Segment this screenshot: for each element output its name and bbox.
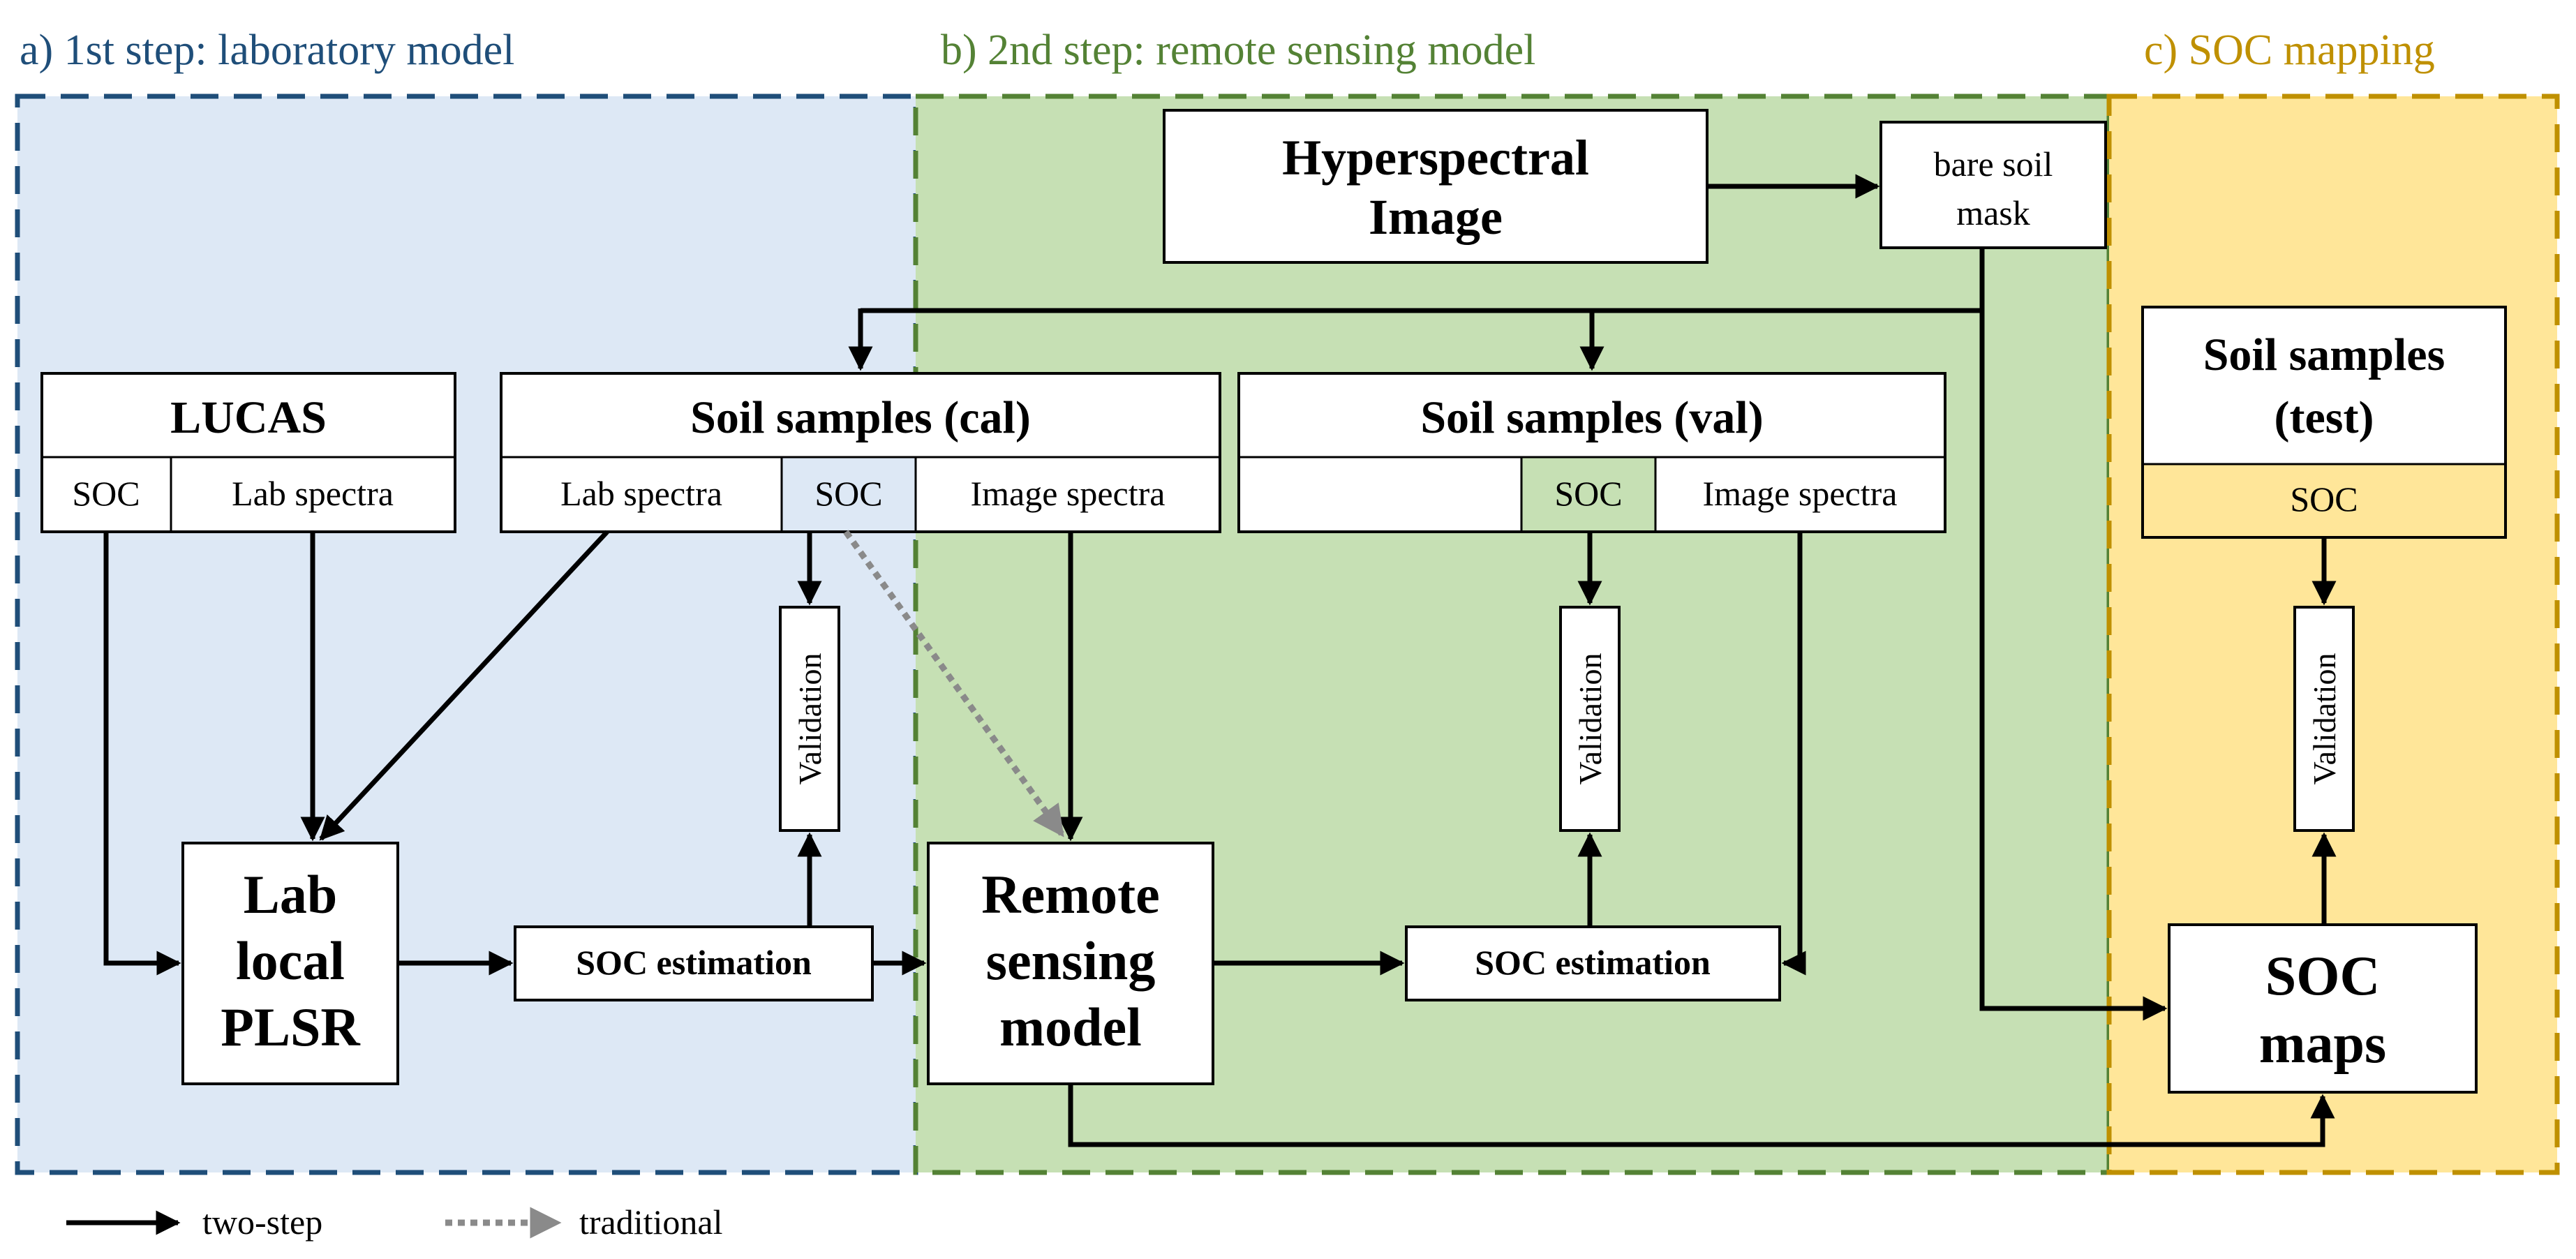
section-a-title: a) 1st step: laboratory model: [20, 27, 514, 74]
arrow-val-image-to-est-b: [1781, 532, 1806, 976]
legend-two-step-label: two-step: [202, 1202, 322, 1242]
soc-maps-box: SOC maps: [2168, 923, 2478, 1094]
hyperspectral-line2: Image: [1369, 189, 1503, 245]
validation-box-c: Validation: [2293, 606, 2355, 832]
cal-soc-cell-highlight: [782, 457, 916, 532]
rs-model-line2: sensing: [986, 930, 1156, 991]
test-title-line1: Soil samples: [2203, 329, 2445, 380]
validation-b-label: Validation: [1572, 653, 1608, 784]
hyperspectral-image-box: Hyperspectral Image: [1163, 109, 1708, 264]
soc-maps-line2: maps: [2259, 1013, 2386, 1075]
arrows-two-step: [103, 174, 2337, 1147]
soc-estimation-a-label: SOC estimation: [576, 943, 812, 982]
soc-maps-line1: SOC: [2265, 946, 2381, 1007]
rs-model-line3: model: [999, 997, 1142, 1057]
lucas-lab-spectra-cell: Lab spectra: [232, 474, 394, 513]
mask-line2: mask: [1956, 193, 2030, 232]
val-soc-cell: SOC: [1554, 474, 1622, 513]
arrow-rs-model-to-maps: [1068, 1084, 2335, 1147]
cal-soc-cell: SOC: [814, 474, 882, 513]
soc-estimation-box-a: SOC estimation: [514, 925, 874, 1001]
soil-samples-cal-box: Soil samples (cal) Lab spectra SOC Image…: [500, 372, 1221, 533]
remote-sensing-model-box: Remote sensing model: [927, 842, 1214, 1085]
val-title: Soil samples (val): [1420, 392, 1763, 443]
section-c-title: c) SOC mapping: [2144, 27, 2435, 74]
arrow-cal-spectra-to-plsr: [319, 530, 609, 841]
soil-samples-test-box: Soil samples (test) SOC: [2141, 306, 2507, 539]
cal-lab-spectra-cell: Lab spectra: [560, 474, 722, 513]
validation-c-label: Validation: [2307, 653, 2342, 784]
lab-plsr-line1: Lab: [244, 864, 337, 925]
cal-title: Soil samples (cal): [690, 392, 1031, 443]
val-image-spectra-cell: Image spectra: [1702, 474, 1897, 513]
lucas-title: LUCAS: [170, 392, 327, 443]
validation-box-b: Validation: [1559, 606, 1621, 832]
arrow-mask-to-maps: [1979, 311, 2168, 1021]
lucas-box: LUCAS SOC Lab spectra: [40, 372, 456, 533]
mask-line1: bare soil: [1934, 144, 2053, 184]
validation-a-label: Validation: [792, 653, 828, 784]
test-soc-cell: SOC: [2290, 479, 2358, 519]
bare-soil-mask-box: bare soil mask: [1879, 121, 2107, 249]
val-soc-cell-highlight: [1521, 457, 1655, 532]
lab-plsr-line2: local: [236, 930, 345, 991]
hyperspectral-line1: Hyperspectral: [1282, 130, 1589, 186]
lab-local-plsr-box: Lab local PLSR: [181, 842, 399, 1085]
arrow-lucas-soc-to-plsr: [103, 532, 181, 976]
legend-traditional-label: traditional: [579, 1202, 723, 1242]
lab-plsr-line3: PLSR: [221, 997, 361, 1057]
soc-estimation-box-b: SOC estimation: [1405, 925, 1781, 1001]
soil-samples-val-box: Soil samples (val) SOC Image spectra: [1237, 372, 1946, 533]
test-title-line2: (test): [2275, 392, 2374, 443]
test-soc-cell-highlight: [2143, 464, 2506, 537]
cal-image-spectra-cell: Image spectra: [970, 474, 1165, 513]
section-b-title: b) 2nd step: remote sensing model: [941, 27, 1535, 74]
lucas-soc-cell: SOC: [72, 474, 140, 513]
rs-model-line1: Remote: [981, 864, 1160, 925]
legend: two-step traditional: [66, 1202, 723, 1242]
soc-estimation-b-label: SOC estimation: [1475, 943, 1711, 982]
validation-box-a: Validation: [779, 606, 840, 832]
